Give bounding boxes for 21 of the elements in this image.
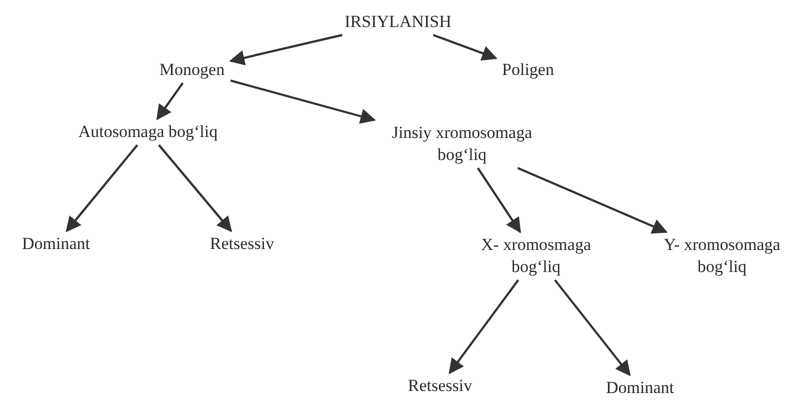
node-label: Y- xromosomaga bog‘liq	[642, 234, 802, 278]
arrow	[432, 34, 498, 61]
arrow	[66, 144, 138, 232]
node-label: Autosomaga bog‘liq	[74, 121, 222, 143]
arrow	[230, 80, 376, 124]
arrow	[158, 144, 232, 232]
node-label: Retsessiv	[404, 375, 476, 397]
arrow	[229, 34, 342, 66]
arrow	[476, 167, 522, 234]
node-label: Dominant	[602, 377, 678, 399]
arrow	[156, 82, 184, 120]
arrow	[448, 279, 520, 374]
node-label: X- xromosmaga bog‘liq	[461, 234, 611, 278]
node-label: Retsessiv	[206, 233, 278, 255]
node-label: Monogen	[155, 59, 229, 81]
arrow	[554, 279, 631, 376]
node-label: IRSIYLANISH	[340, 11, 456, 33]
node-label: Jinsiy xromosomaga bog‘liq	[367, 122, 557, 166]
node-label: Poligen	[498, 59, 558, 81]
node-label: Dominant	[18, 233, 94, 255]
arrow	[517, 166, 668, 234]
